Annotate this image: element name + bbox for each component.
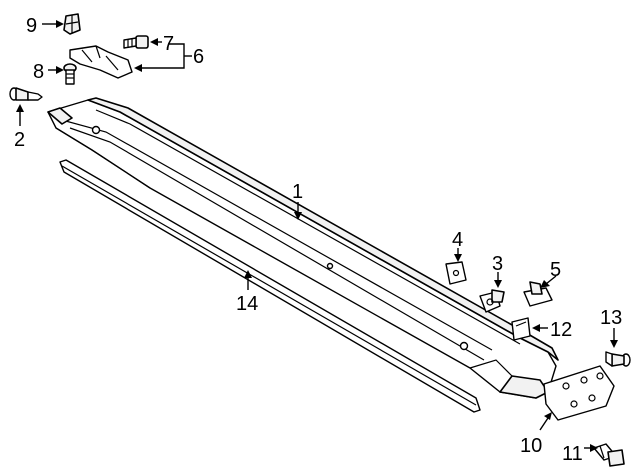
callout-13: 13 bbox=[600, 307, 622, 329]
push-retainer-13 bbox=[605, 351, 631, 367]
callout-labels: 9 7 6 8 2 1 4 3 5 13 12 14 10 11 bbox=[14, 15, 622, 465]
hex-bolt-11 bbox=[593, 443, 625, 467]
callout-12: 12 bbox=[550, 319, 572, 341]
rocker-panel-molding bbox=[47, 97, 559, 399]
retainer-clip-9 bbox=[63, 13, 81, 35]
screw-8 bbox=[63, 63, 77, 85]
bolt-7 bbox=[123, 35, 149, 49]
callout-6: 6 bbox=[193, 46, 204, 68]
clip-12 bbox=[511, 317, 531, 341]
callout-9: 9 bbox=[26, 15, 37, 37]
callout-3: 3 bbox=[492, 253, 503, 275]
bracket-10 bbox=[543, 365, 615, 421]
push-pin-clip-2 bbox=[9, 87, 43, 101]
callout-7: 7 bbox=[163, 33, 174, 55]
callout-8: 8 bbox=[33, 61, 44, 83]
callout-10: 10 bbox=[520, 435, 542, 457]
callout-4: 4 bbox=[452, 229, 463, 251]
callout-1: 1 bbox=[292, 181, 303, 203]
j-nut-clip-4 bbox=[445, 261, 467, 285]
clip-5 bbox=[523, 281, 553, 307]
callout-11: 11 bbox=[562, 443, 583, 465]
weatherstrip-14 bbox=[59, 159, 481, 413]
grommet-3 bbox=[479, 289, 505, 313]
callout-2: 2 bbox=[14, 129, 25, 151]
bracket-plate-6 bbox=[69, 45, 133, 79]
leader-lines bbox=[16, 20, 618, 452]
callout-14: 14 bbox=[236, 293, 258, 315]
callout-5: 5 bbox=[550, 259, 561, 281]
